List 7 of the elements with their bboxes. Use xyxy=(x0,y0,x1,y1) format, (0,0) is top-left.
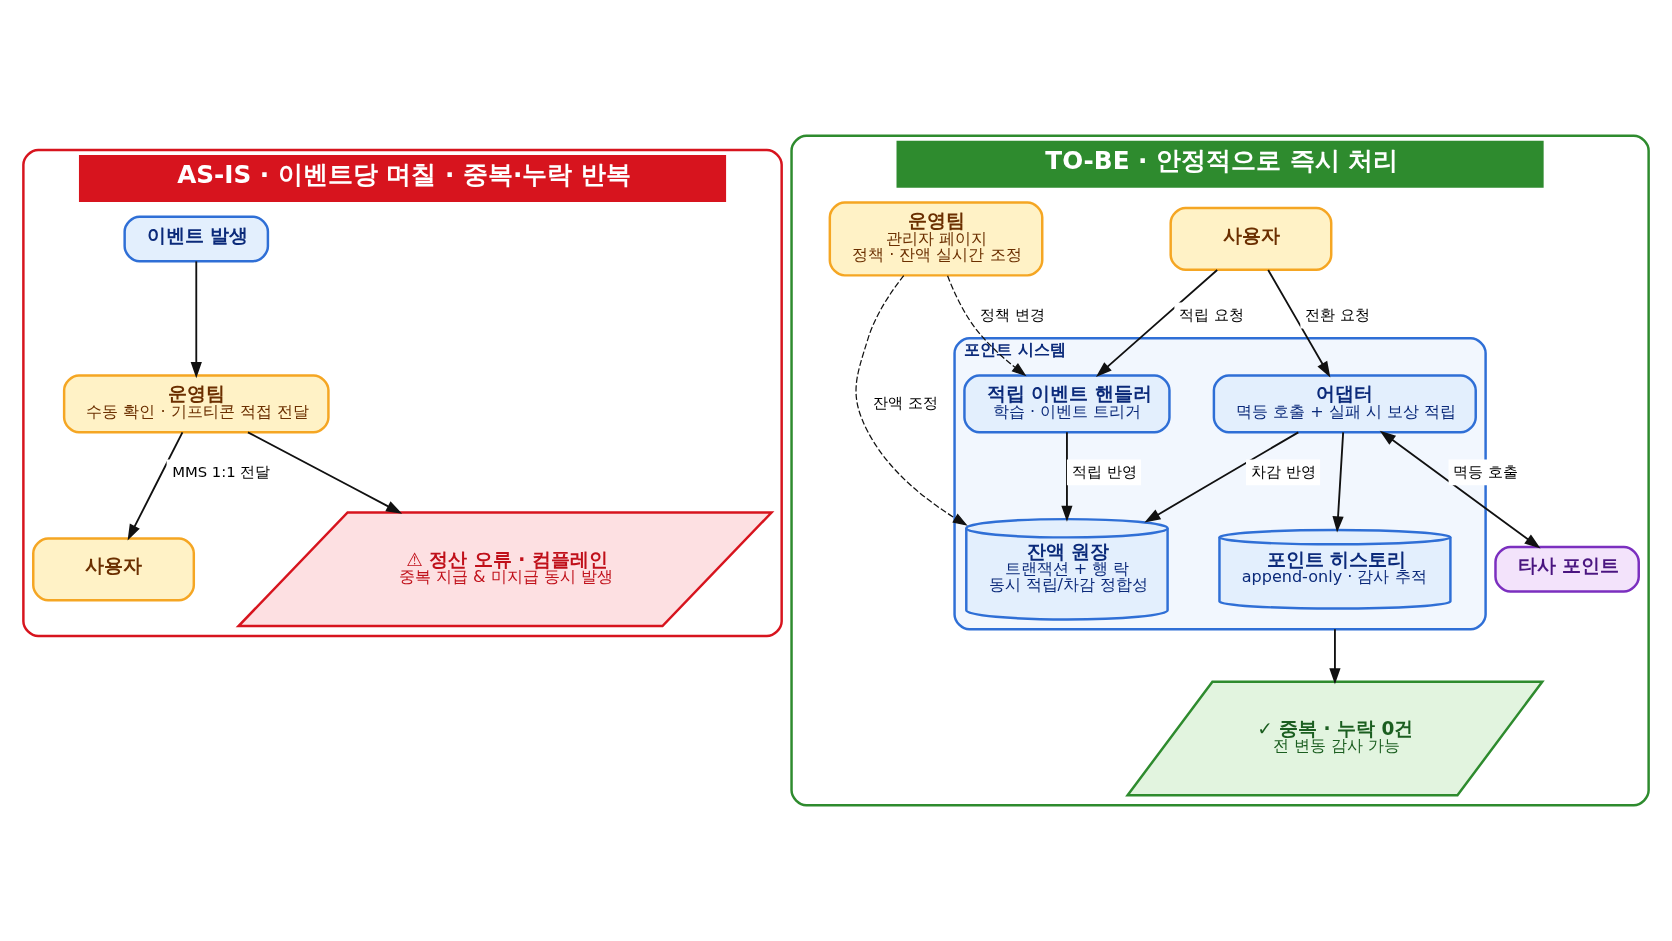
edge-label: 정책 변경 xyxy=(980,305,1046,323)
edge-label: 잔액 조정 xyxy=(873,394,938,412)
edge-label: 적립 요청 xyxy=(1179,305,1245,323)
edge-label: 전환 요청 xyxy=(1305,305,1371,323)
edge-label: 적립 반영 xyxy=(1071,462,1137,480)
edge-label: MMS 1:1 전달 xyxy=(172,462,271,480)
edge-label: 차감 반영 xyxy=(1250,462,1316,480)
